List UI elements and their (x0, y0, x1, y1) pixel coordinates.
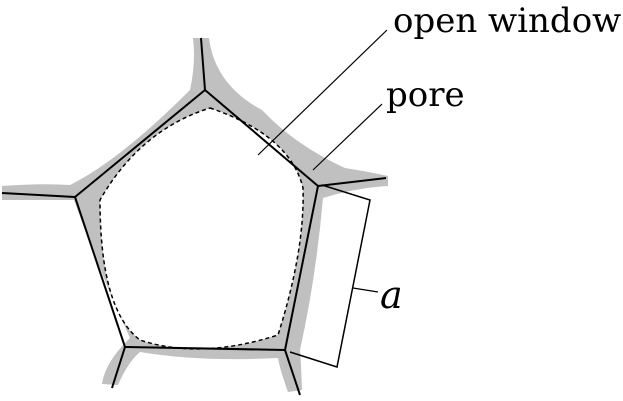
outgoing-struts (1, 37, 387, 396)
label-edge-length: a (380, 273, 403, 317)
open-window-leader (257, 29, 388, 156)
open-window-outline (99, 107, 304, 350)
edge-length-leader (352, 287, 379, 293)
pore-leader (312, 103, 383, 171)
edge-length-bracket (289, 184, 371, 368)
label-pore: pore (386, 75, 465, 115)
label-open-window: open window (393, 1, 622, 41)
pentagon-edges (74, 89, 319, 351)
strut-fill (2, 38, 388, 392)
